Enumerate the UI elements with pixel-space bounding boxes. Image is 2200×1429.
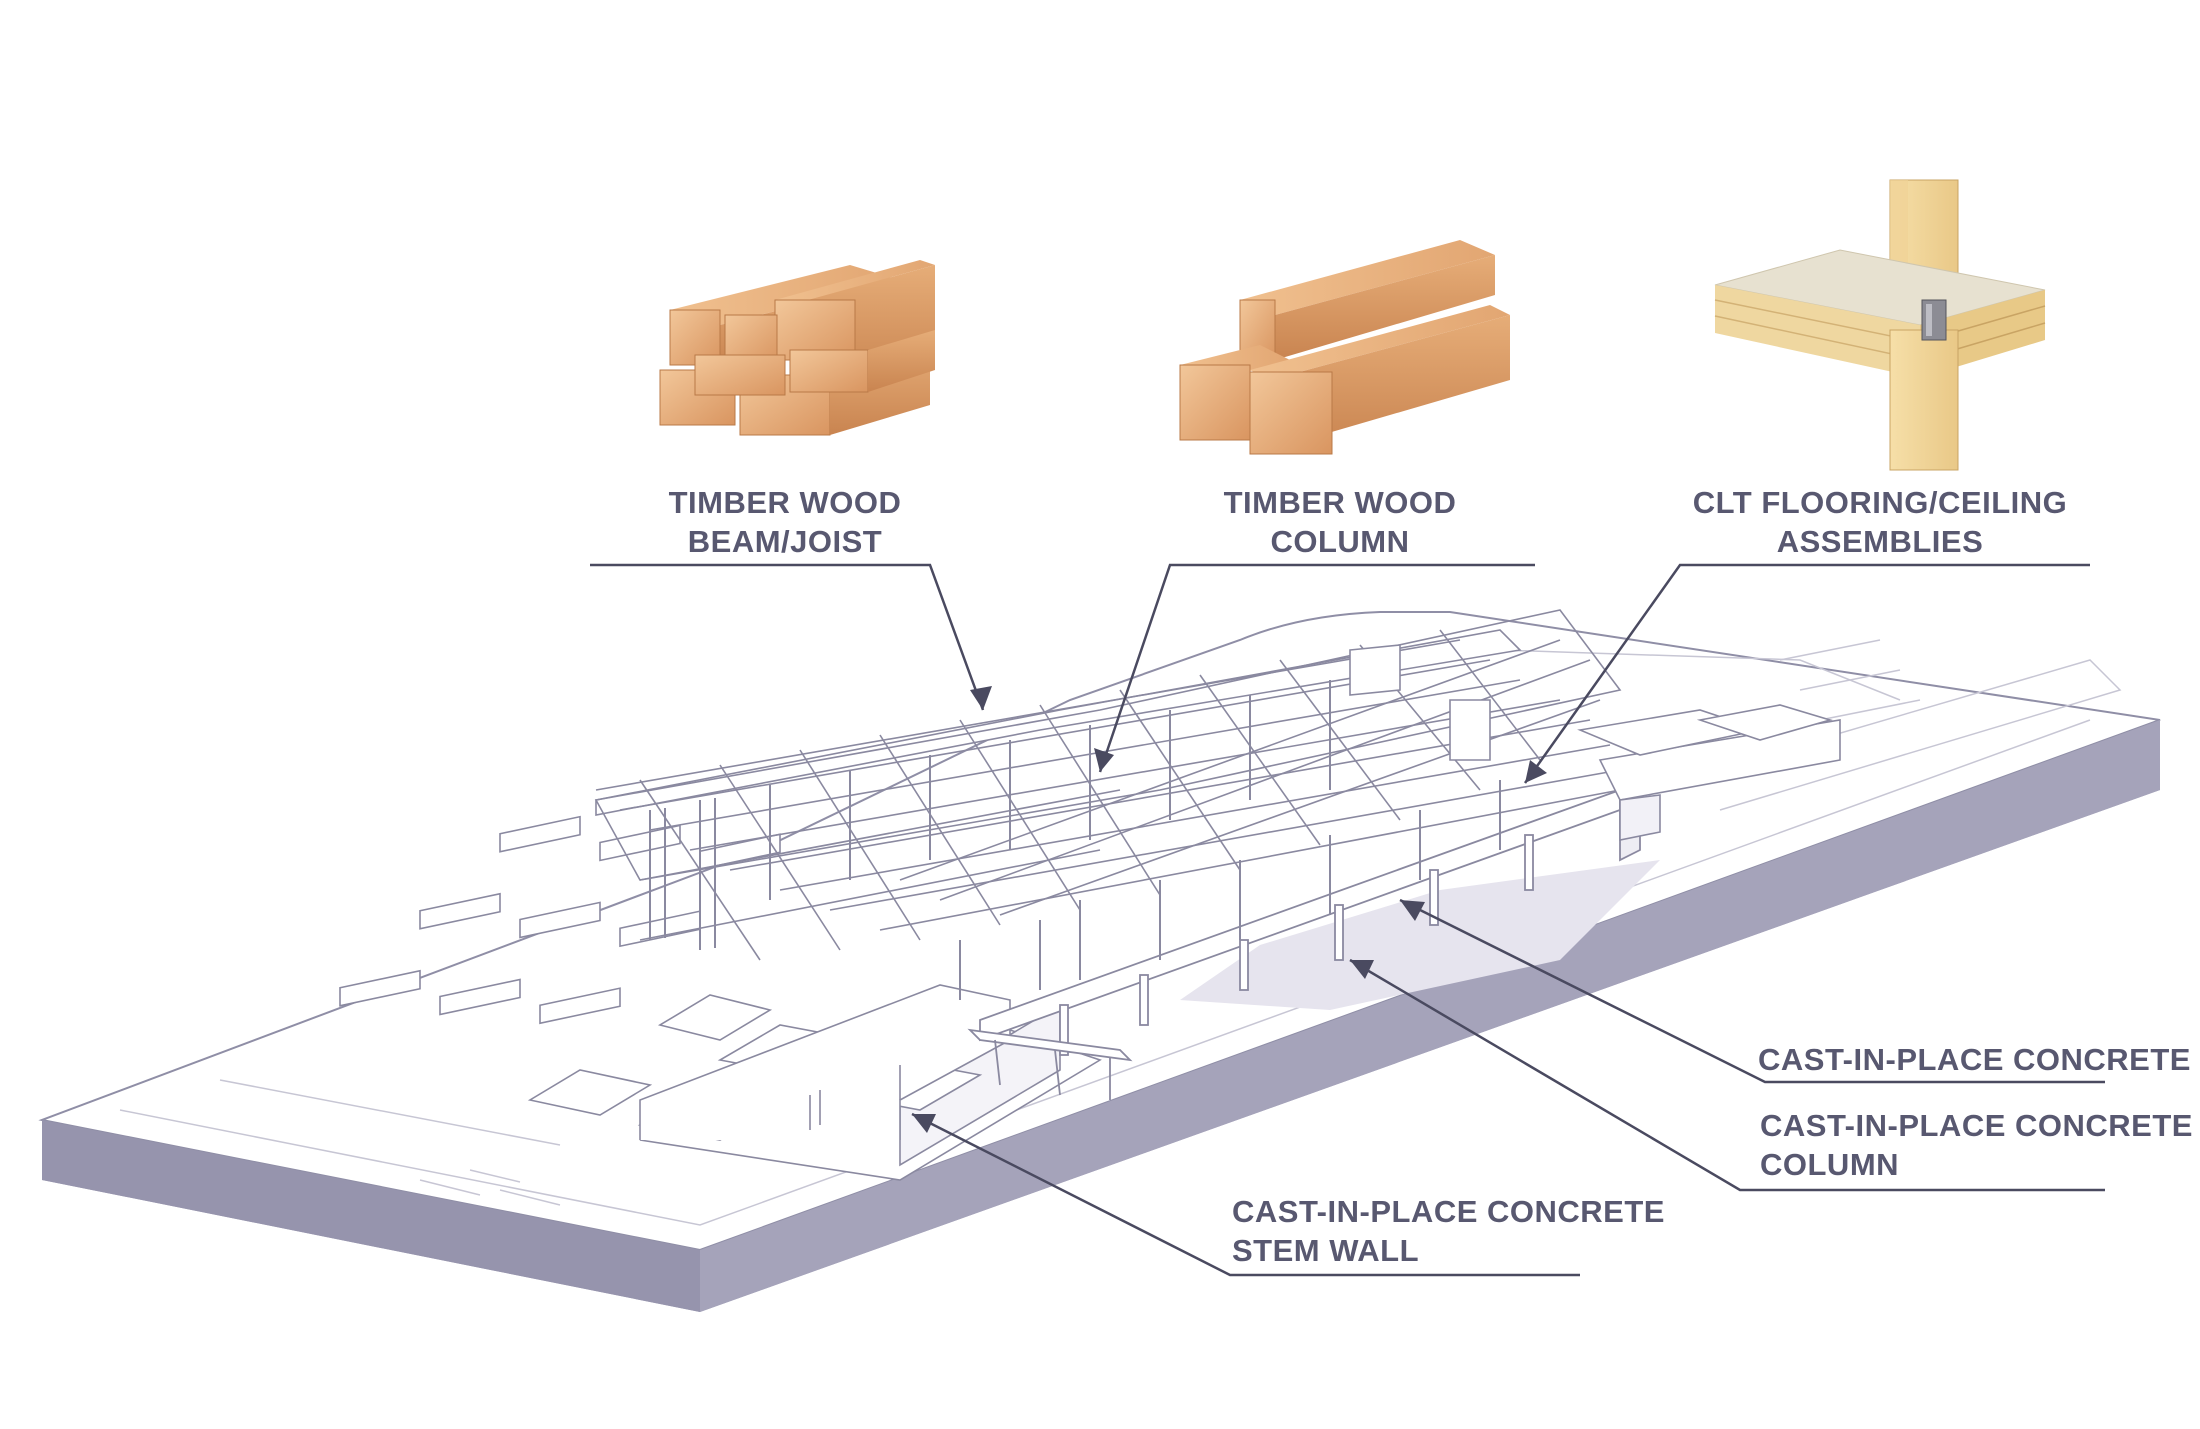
leader-clt (1523, 563, 2090, 784)
leader-concrete-column (1349, 958, 2105, 1192)
leader-column (1098, 563, 1535, 773)
ground-shadow (1180, 860, 1660, 1010)
label-timber-beam-line2: BEAM/JOIST (687, 524, 883, 559)
label-concrete-column-line1: CAST-IN-PLACE CONCRETE (1760, 1108, 2193, 1143)
label-stem-wall: CAST-IN-PLACE CONCRETE STEM WALL (1232, 1192, 1665, 1270)
column-image (1179, 240, 1510, 455)
label-timber-beam-line1: TIMBER WOOD (668, 485, 902, 520)
label-concrete: CAST-IN-PLACE CONCRETE (1758, 1040, 2191, 1079)
leader-stem-wall (911, 1112, 1580, 1277)
clt-image (1714, 179, 2046, 471)
beam-joist-image (659, 260, 935, 436)
leader-arrowheads (912, 686, 1547, 1133)
concrete-columns (1059, 834, 1534, 1056)
leader-concrete (1399, 898, 2105, 1084)
label-clt-line2: ASSEMBLIES (1776, 524, 1984, 559)
label-concrete-line1: CAST-IN-PLACE CONCRETE (1758, 1042, 2191, 1077)
label-concrete-column-line2: COLUMN (1760, 1147, 1900, 1182)
right-wing (1577, 704, 1841, 841)
label-clt-line1: CLT FLOORING/CEILING (1692, 485, 2068, 520)
leader-lines (590, 563, 2105, 1277)
label-clt: CLT FLOORING/CEILING ASSEMBLIES (1693, 483, 2068, 561)
label-stem-wall-line1: CAST-IN-PLACE CONCRETE (1232, 1194, 1665, 1229)
low-wing (339, 815, 1102, 1181)
label-stem-wall-line2: STEM WALL (1232, 1233, 1420, 1268)
leader-beam (590, 563, 985, 711)
label-timber-column: TIMBER WOOD COLUMN (1224, 483, 1457, 561)
label-timber-column-line2: COLUMN (1270, 524, 1410, 559)
label-concrete-column: CAST-IN-PLACE CONCRETE COLUMN (1760, 1106, 2193, 1184)
label-timber-beam: TIMBER WOOD BEAM/JOIST (669, 483, 902, 561)
label-timber-column-line1: TIMBER WOOD (1223, 485, 1457, 520)
timber-frame (594, 609, 1622, 1000)
